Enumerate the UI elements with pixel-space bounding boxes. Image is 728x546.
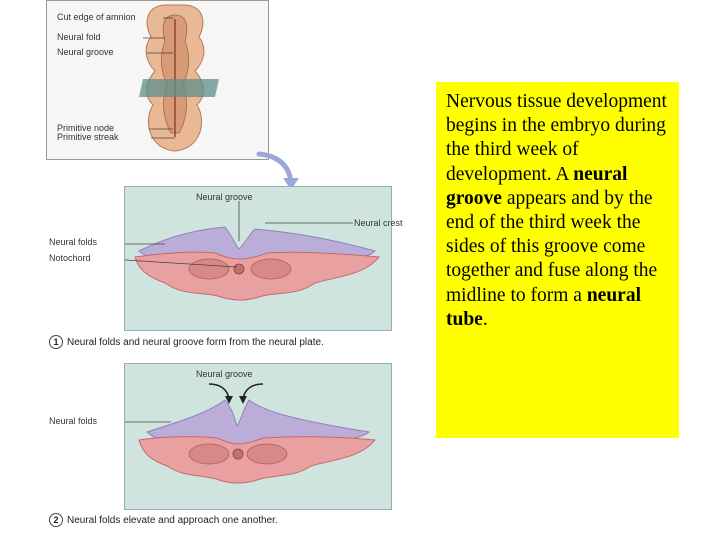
label-neural-crest: Neural crest xyxy=(354,218,403,228)
label-notochord: Notochord xyxy=(49,253,91,263)
cross-section-panel-2 xyxy=(124,363,392,510)
label-neural-groove-2: Neural groove xyxy=(196,369,253,379)
textbox-text-part-3: . xyxy=(482,308,488,330)
label-cut-edge-amnion: Cut edge of amnion xyxy=(57,12,136,22)
textbox-text-part-1: Nervous tissue development begins in the… xyxy=(446,91,667,185)
label-primitive-node: Primitive node xyxy=(57,123,115,133)
label-neural-folds-2: Neural folds xyxy=(49,416,98,426)
embryo-dorsal-view-panel: Cut edge of amnion Neural fold Neural gr… xyxy=(46,0,269,160)
label-primitive-streak: Primitive streak xyxy=(57,132,119,142)
caption-step-2: 2 Neural folds elevate and approach one … xyxy=(49,513,278,527)
embryo-illustration xyxy=(139,4,219,152)
step-number-1: 1 xyxy=(49,335,63,349)
curved-arrow-icon xyxy=(256,151,299,190)
explanation-textbox: Nervous tissue development begins in the… xyxy=(436,82,679,438)
textbox-text-part-2: appears and by the end of the third week… xyxy=(446,187,658,306)
textbox-term-neural-groove: neural groove xyxy=(446,163,628,209)
cross-section-panel-1 xyxy=(124,186,392,331)
label-neural-folds-1: Neural folds xyxy=(49,237,98,247)
neural-groove-cross-section-1 xyxy=(124,201,380,301)
step-number-2: 2 xyxy=(49,513,63,527)
label-neural-groove-1: Neural groove xyxy=(196,192,253,202)
textbox-term-neural-tube: neural tube xyxy=(446,284,641,330)
caption-step-1: 1 Neural folds and neural groove form fr… xyxy=(49,335,324,349)
label-neural-fold: Neural fold xyxy=(57,32,101,42)
caption-text-1: Neural folds and neural groove form from… xyxy=(67,336,324,348)
caption-text-2: Neural folds elevate and approach one an… xyxy=(67,514,278,526)
neural-groove-cross-section-2 xyxy=(125,383,376,484)
label-neural-groove-top: Neural groove xyxy=(57,47,114,57)
